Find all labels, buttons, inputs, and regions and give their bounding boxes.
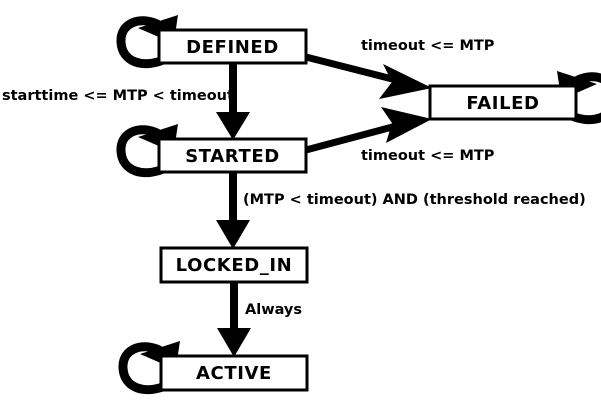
state-box-failed xyxy=(428,84,578,121)
started-to-failed-arrowhead xyxy=(381,107,432,143)
defined-to-failed-arrowhead xyxy=(379,64,432,99)
state-box-started xyxy=(157,137,308,174)
state-label-defined: DEFINED xyxy=(186,37,279,58)
state-node-locked-in[interactable]: LOCKED_IN xyxy=(159,246,309,284)
started-self-loop-path xyxy=(116,125,173,178)
state-node-defined[interactable]: DEFINED xyxy=(157,28,308,65)
edge-label-starttime-mtp-timeout: starttime <= MTP < timeout xyxy=(2,88,234,104)
active-self-loop-path xyxy=(118,342,175,395)
state-box-active xyxy=(159,354,309,392)
state-node-started[interactable]: STARTED xyxy=(157,137,308,174)
edge-label-started-timeout-mtp: timeout <= MTP xyxy=(361,148,495,164)
state-label-started: STARTED xyxy=(185,146,280,167)
transition-defined-to-started[interactable] xyxy=(216,63,250,140)
state-label-active: ACTIVE xyxy=(196,363,272,384)
state-node-failed[interactable]: FAILED xyxy=(428,84,578,121)
transition-started-to-locked-in[interactable] xyxy=(216,172,250,249)
transition-locked-in-to-active[interactable] xyxy=(217,282,251,357)
edge-label-mtp-timeout-threshold: (MTP < timeout) AND (threshold reached) xyxy=(243,192,586,208)
transition-defined-to-failed[interactable] xyxy=(305,53,432,99)
defined-to-failed-line xyxy=(305,53,401,85)
locked-in-to-active-arrowhead xyxy=(217,328,251,357)
state-box-defined xyxy=(157,28,308,65)
edge-label-always: Always xyxy=(245,302,302,318)
started-to-locked-in-arrowhead xyxy=(216,220,250,249)
started-to-failed-line xyxy=(305,121,401,154)
transition-started-to-failed[interactable] xyxy=(305,107,432,154)
defined-self-loop-path xyxy=(116,16,173,69)
edge-label-defined-timeout-mtp: timeout <= MTP xyxy=(361,38,495,54)
state-label-locked-in: LOCKED_IN xyxy=(176,255,293,276)
failed-self-loop-path xyxy=(562,72,601,125)
state-label-failed: FAILED xyxy=(466,93,539,114)
state-box-locked-in xyxy=(159,246,309,284)
defined-to-started-arrowhead xyxy=(216,112,250,140)
state-node-active[interactable]: ACTIVE xyxy=(159,354,309,392)
